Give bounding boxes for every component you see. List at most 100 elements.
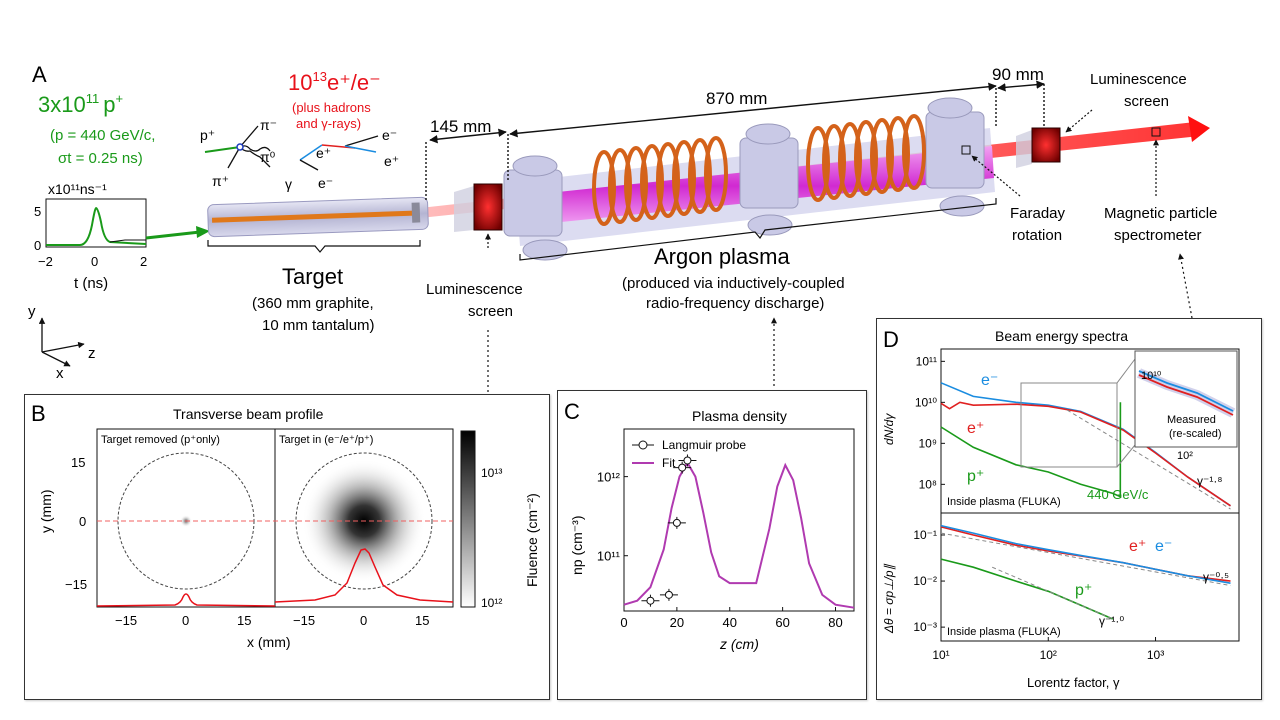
plasma-detail-2: radio-frequency discharge) xyxy=(646,295,824,312)
label-e-minus-1: e⁻ xyxy=(318,175,333,191)
label-pi-zero: π⁰ xyxy=(260,149,276,165)
hadrons-note-2: and γ-rays) xyxy=(296,116,361,131)
d-top-ytick-label: 10¹⁰ xyxy=(915,395,937,409)
d-top-ytick-label: 10⁸ xyxy=(919,477,937,491)
d-xlabel: Lorentz factor, γ xyxy=(1027,675,1120,690)
d-top-slope: γ⁻¹·⁸ xyxy=(1197,474,1222,488)
plasma-label: Argon plasma xyxy=(654,244,791,269)
particle-shower: p⁺ π⁻ π⁰ π⁺ γ e⁺ e⁻ e⁻ e⁺ xyxy=(200,117,399,192)
panel-c-frame xyxy=(623,428,855,612)
profile-right-lineout xyxy=(274,548,454,603)
probe-point xyxy=(646,596,655,605)
d-xtick-label: 10³ xyxy=(1147,648,1164,662)
panel-c-letter: C xyxy=(564,399,580,424)
d-top-e-minus: e⁻ xyxy=(981,372,998,389)
panel-b-plot: B Transverse beam profile Target removed… xyxy=(31,401,540,650)
coordinate-axes xyxy=(38,317,85,367)
d-bot-slope-ref-2 xyxy=(991,566,1114,620)
d-top-e-plus: e⁺ xyxy=(967,420,984,437)
c-ylabel: np (cm⁻³) xyxy=(569,516,585,576)
faraday-line1: Faraday xyxy=(1010,205,1066,222)
pulse-x-tick-m2: −2 xyxy=(38,254,53,269)
panel-c-title: Plasma density xyxy=(692,408,787,424)
b-xtick-5: 0 xyxy=(360,613,367,628)
beam-arrow-head xyxy=(1188,116,1210,142)
d-bottom-frame xyxy=(940,512,1240,642)
d-bot-e-plus: e⁺ xyxy=(1129,538,1146,555)
d-bot-e-minus: e⁻ xyxy=(1155,538,1172,555)
c-xtick-label: 60 xyxy=(775,615,789,630)
lum-screen-2-line1: Luminescence xyxy=(1090,71,1187,88)
c-xtick-label: 40 xyxy=(723,615,737,630)
d-top-ytick-label: 10⁹ xyxy=(919,436,938,450)
label-pi-plus: π⁺ xyxy=(212,173,229,189)
d-bot-ytick-label: 10⁻¹ xyxy=(913,528,937,542)
d-bot-p-plus: p⁺ xyxy=(1075,582,1092,599)
spectrometer-line1: Magnetic particle xyxy=(1104,205,1217,222)
d-bot-slope-2: γ⁻¹·⁰ xyxy=(1099,614,1124,628)
label-p-plus: p⁺ xyxy=(200,127,215,143)
label-gamma: γ xyxy=(285,176,292,192)
lum-screen-1-line1: Luminescence xyxy=(426,281,523,298)
probe-point xyxy=(683,456,692,465)
panel-d-letter: D xyxy=(883,327,899,352)
d-top-peak-label: 440 GeV/c xyxy=(1087,487,1149,502)
panel-b: B Transverse beam profile Target removed… xyxy=(24,394,550,700)
d-top-ylabel: dN/dγ xyxy=(882,413,896,445)
profile-left-lineout xyxy=(96,593,276,607)
luminescence-screen-2 xyxy=(1031,127,1061,163)
inset-note-2: (re-scaled) xyxy=(1169,428,1222,440)
b-xtick-2: 0 xyxy=(182,613,189,628)
b-xtick-1: −15 xyxy=(115,613,137,628)
d-xtick-label: 10² xyxy=(1040,648,1057,662)
cbar-label: Fluence (cm⁻²) xyxy=(524,493,540,587)
d-bot-series-line xyxy=(940,558,1114,620)
axis-x-label: x xyxy=(56,365,64,382)
target-label: Target xyxy=(282,264,343,289)
fluence-colorbar xyxy=(460,430,476,608)
pulse-y-tick-5: 5 xyxy=(34,204,41,219)
b-xtick-4: −15 xyxy=(293,613,315,628)
dist-870: 870 mm xyxy=(706,89,767,108)
target-cylinder xyxy=(207,196,429,238)
c-xtick-label: 0 xyxy=(620,615,627,630)
legend-fit: Fit xyxy=(662,456,676,470)
panel-b-title: Transverse beam profile xyxy=(173,406,324,422)
target-detail-1: (360 mm graphite, xyxy=(252,295,374,312)
b-ytick-0: 0 xyxy=(79,514,86,529)
faraday-line2: rotation xyxy=(1012,227,1062,244)
cbar-tick-12: 10¹² xyxy=(481,596,502,610)
d-top-p-plus: p⁺ xyxy=(967,468,984,485)
d-bot-slope-ref-1 xyxy=(940,532,1231,587)
c-xtick-label: 20 xyxy=(670,615,684,630)
subplot-right-title: Target in (e⁻/e⁺/p⁺) xyxy=(279,434,373,446)
b-ylabel: y (mm) xyxy=(38,489,54,533)
pulse-y-tick-0: 0 xyxy=(34,238,41,253)
plasma-detail-1: (produced via inductively-coupled xyxy=(622,275,845,292)
c-xlabel: z (cm) xyxy=(719,636,759,652)
dist-90: 90 mm xyxy=(992,65,1044,84)
subplot-left-title: Target removed (p⁺only) xyxy=(101,434,220,446)
d-bot-slope-1: γ⁻⁰·⁵ xyxy=(1203,570,1229,584)
inset-ytick: 10¹⁰ xyxy=(1141,370,1162,382)
d-bot-note: Inside plasma (FLUKA) xyxy=(947,626,1061,638)
pulse-profile-plot: x10¹¹ns⁻¹ 5 0 −2 0 2 t (ns) xyxy=(34,181,147,292)
d-top-ytick-label: 10¹¹ xyxy=(916,354,937,368)
axis-z-label: z xyxy=(88,345,96,362)
panel-b-letter: B xyxy=(31,401,46,426)
label-e-plus-2: e⁺ xyxy=(384,153,399,169)
probe-point xyxy=(672,518,681,527)
pulse-x-tick-0: 0 xyxy=(91,254,98,269)
d-top-series-line xyxy=(940,402,1122,498)
c-ytick-label: 10¹² xyxy=(597,470,621,485)
dimension-lines xyxy=(425,80,1045,200)
label-pi-minus: π⁻ xyxy=(260,117,277,133)
b-xtick-3: 15 xyxy=(237,613,251,628)
luminescence-screen-1 xyxy=(473,183,503,231)
